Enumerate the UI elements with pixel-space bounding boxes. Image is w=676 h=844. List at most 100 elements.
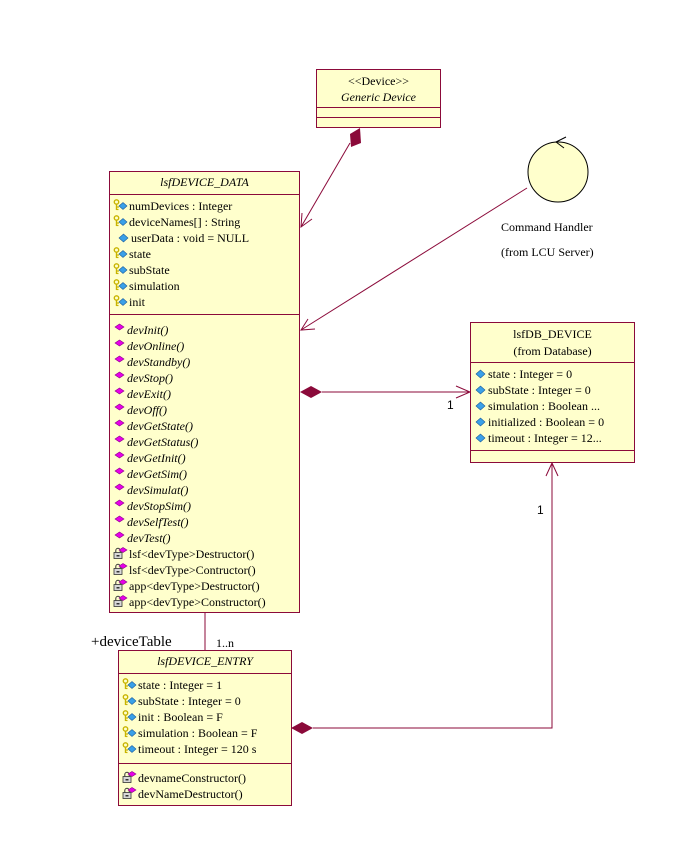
public-attribute-icon (474, 367, 488, 379)
private-operation-icon (122, 787, 138, 799)
attribute-row[interactable]: subState : Integer = 0 (471, 382, 634, 398)
operation-row[interactable]: devGetSim() (110, 466, 299, 482)
attribute-text: numDevices : Integer (129, 199, 233, 213)
attribute-text: state : Integer = 1 (138, 678, 223, 692)
private-operation-icon (113, 563, 129, 575)
operation-text: devStop() (127, 371, 173, 385)
key-attribute-icon (122, 742, 138, 754)
command-handler-name: Command Handler (501, 220, 593, 234)
operations-compartment (471, 451, 634, 462)
command-handler-to-device-data-association (300, 187, 528, 331)
operation-text: app<devType>Destructor() (129, 579, 260, 593)
public-attribute-icon (474, 399, 488, 411)
attribute-row[interactable]: timeout : Integer = 12... (471, 430, 634, 446)
operation-row[interactable]: app<devType>Destructor() (110, 578, 299, 594)
public-operation-icon (113, 435, 127, 447)
operation-text: devStopSim() (127, 499, 191, 513)
operation-row[interactable]: devGetInit() (110, 450, 299, 466)
attributes-compartment (317, 108, 440, 118)
operation-row[interactable]: devStopSim() (110, 498, 299, 514)
operation-row[interactable]: devExit() (110, 386, 299, 402)
attribute-text: init (129, 295, 146, 309)
attribute-text: subState : Integer = 0 (138, 694, 241, 708)
attribute-row[interactable]: userData : void = NULL (110, 230, 299, 246)
attribute-row[interactable]: init : Boolean = F (119, 709, 291, 725)
attributes-compartment: state : Integer = 1 subState : Integer = … (119, 674, 291, 764)
arrowhead (545, 461, 559, 477)
operation-row[interactable]: lsf<devType>Destructor() (110, 546, 299, 562)
operation-row[interactable]: devStandby() (110, 354, 299, 370)
attribute-text: timeout : Integer = 12... (488, 431, 602, 445)
attribute-row[interactable]: timeout : Integer = 120 s (119, 741, 291, 757)
class-package: (from Database) (513, 344, 592, 358)
attribute-row[interactable]: deviceNames[] : String (110, 214, 299, 230)
operation-row[interactable]: devnameConstructor() (119, 770, 291, 786)
key-attribute-icon (122, 710, 138, 722)
attribute-row[interactable]: state : Integer = 1 (119, 677, 291, 693)
private-operation-icon (122, 771, 138, 783)
operation-row[interactable]: devNameDestructor() (119, 786, 291, 802)
multiplicity-label: 1..n (216, 636, 234, 650)
operation-text: devGetState() (127, 419, 193, 433)
command-handler-control-icon[interactable] (527, 136, 589, 203)
arrowhead (300, 318, 316, 331)
operation-row[interactable]: devSimulat() (110, 482, 299, 498)
attribute-text: timeout : Integer = 120 s (138, 742, 257, 756)
attribute-row[interactable]: numDevices : Integer (110, 198, 299, 214)
role-label: +deviceTable (91, 634, 172, 650)
operation-text: devnameConstructor() (138, 771, 246, 785)
operation-row[interactable]: devOff() (110, 402, 299, 418)
operation-row[interactable]: lsf<devType>Contructor() (110, 562, 299, 578)
operation-row[interactable]: devStop() (110, 370, 299, 386)
operation-row[interactable]: devInit() (110, 322, 299, 338)
operation-text: lsf<devType>Destructor() (129, 547, 255, 561)
operation-row[interactable]: devGetStatus() (110, 434, 299, 450)
operations-compartment (317, 118, 440, 127)
operation-row[interactable]: devGetState() (110, 418, 299, 434)
class-name: Generic Device (341, 90, 416, 104)
operation-row[interactable]: devTest() (110, 530, 299, 546)
attribute-row[interactable]: subState : Integer = 0 (119, 693, 291, 709)
attribute-row[interactable]: state : Integer = 0 (471, 366, 634, 382)
class-generic-device[interactable]: <<Device>> Generic Device (316, 69, 441, 128)
public-operation-icon (113, 451, 127, 463)
key-attribute-icon (113, 247, 129, 259)
public-attribute-icon (474, 415, 488, 427)
composition-diamond (291, 722, 313, 734)
attribute-text: userData : void = NULL (131, 231, 250, 245)
operation-text: devInit() (127, 323, 169, 337)
command-handler-package: (from LCU Server) (501, 245, 594, 259)
attribute-row[interactable]: subState (110, 262, 299, 278)
operation-row[interactable]: devSelfTest() (110, 514, 299, 530)
public-operation-icon (113, 467, 127, 479)
public-operation-icon (113, 339, 127, 351)
public-operation-icon (113, 515, 127, 527)
attribute-row[interactable]: simulation : Boolean = F (119, 725, 291, 741)
generic-device-to-device-data-association (300, 128, 361, 229)
attribute-row[interactable]: simulation : Boolean ... (471, 398, 634, 414)
class-name: lsfDEVICE_DATA (110, 172, 299, 195)
attribute-text: subState (129, 263, 170, 277)
attribute-row[interactable]: init (110, 294, 299, 310)
operation-text: devSelfTest() (127, 515, 189, 529)
operation-row[interactable]: devOnline() (110, 338, 299, 354)
attribute-row[interactable]: state (110, 246, 299, 262)
composition-diamond (300, 386, 322, 398)
public-attribute-icon (474, 431, 488, 443)
operation-text: devExit() (127, 387, 171, 401)
operation-text: devOff() (127, 403, 167, 417)
public-operation-icon (113, 499, 127, 511)
attribute-row[interactable]: initialized : Boolean = 0 (471, 414, 634, 430)
attribute-row[interactable]: simulation (110, 278, 299, 294)
operation-row[interactable]: app<devType>Constructor() (110, 594, 299, 610)
class-name: lsfDB_DEVICE (513, 327, 592, 341)
public-attribute-icon (117, 231, 131, 243)
class-db-device[interactable]: lsfDB_DEVICE (from Database) state : Int… (470, 322, 635, 463)
key-attribute-icon (122, 694, 138, 706)
composition-diamond (350, 128, 361, 147)
operation-text: devSimulat() (127, 483, 189, 497)
operations-compartment: devInit()devOnline()devStandby()devStop(… (110, 315, 299, 610)
